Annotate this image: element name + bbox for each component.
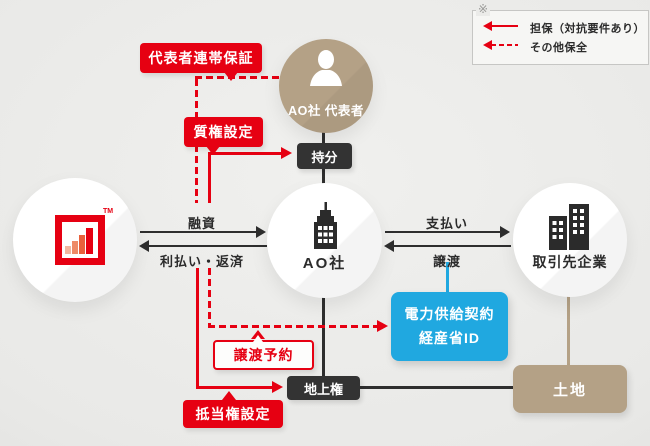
loan-label: 融資 (187, 216, 216, 231)
line-transfer-contract (446, 262, 449, 293)
transfer-arrowhead-icon (384, 240, 394, 252)
legend-item-secured: 担保（対抗要件あり） (530, 23, 645, 35)
repayment-label: 利払い・返済 (159, 254, 244, 269)
lender-node (13, 178, 137, 302)
legend-dashed-arrow-icon (483, 40, 492, 50)
legend-box (472, 10, 649, 65)
guarantee-callout-tail (224, 72, 238, 81)
equity-box: 持分 (297, 143, 352, 169)
reservation-arrowhead-icon (377, 320, 388, 332)
line-partner-land (567, 295, 570, 366)
office-buildings-icon (549, 204, 589, 250)
mortgage-arrow-line (196, 386, 274, 389)
reservation-arrow-line (208, 325, 378, 328)
repayment-arrow-line (149, 245, 267, 247)
payment-arrow-line (385, 231, 502, 233)
surface-right-box: 地上権 (287, 376, 360, 400)
repayment-arrowhead-icon (139, 240, 149, 252)
pledge-callout-tail (206, 146, 220, 155)
power-contract-line1: 電力供給契約 (404, 306, 495, 323)
ao-company-label: AO社 (302, 255, 347, 272)
bar-chart-icon (60, 221, 98, 259)
reservation-trunk-line (208, 268, 211, 327)
guarantee-callout: 代表者連帯保証 (140, 43, 262, 73)
power-contract-box: 電力供給契約 経産省ID (391, 292, 508, 361)
person-icon (310, 50, 342, 86)
mortgage-arrowhead-icon (272, 381, 283, 393)
mortgage-trunk-line (196, 268, 199, 389)
line-ao-surface-right (322, 296, 325, 377)
representative-label: AO社 代表者 (288, 104, 364, 118)
power-contract-line2: 経産省ID (419, 329, 480, 346)
pledge-arrow-line (208, 152, 282, 155)
transfer-label: 譲渡 (432, 254, 461, 269)
payment-label: 支払い (425, 216, 468, 231)
legend-solid-arrow-line (491, 25, 518, 27)
pledge-callout: 質権設定 (184, 117, 263, 147)
legend-solid-arrow-icon (483, 21, 492, 31)
payment-arrowhead-icon (500, 226, 510, 238)
transfer-reservation-callout-tail-inner (253, 335, 263, 342)
pledge-arrowhead-icon (281, 147, 292, 159)
land-box: 土地 (513, 365, 627, 413)
transfer-reservation-callout: 譲渡予約 (213, 340, 314, 370)
line-equity-ao (322, 168, 325, 186)
loan-arrowhead-icon (256, 226, 266, 238)
guarantee-arrow-line (195, 76, 281, 79)
loan-arrow-line (140, 231, 258, 233)
legend-dashed-arrow-line (491, 44, 518, 46)
transfer-reservation-callout-tail (251, 330, 265, 339)
legend-item-other: その他保全 (530, 42, 588, 54)
trademark-mark: TM (103, 208, 114, 215)
partner-label: 取引先企業 (532, 254, 608, 270)
transfer-arrow-line (394, 245, 511, 247)
building-icon (314, 202, 337, 249)
mortgage-callout-tail (222, 391, 236, 400)
line-representative-equity (322, 128, 325, 144)
pledge-trunk-line (208, 152, 211, 203)
legend-note-mark: ※ (476, 2, 491, 16)
line-surface-right-land (360, 386, 513, 389)
mortgage-callout: 抵当権設定 (183, 400, 283, 428)
